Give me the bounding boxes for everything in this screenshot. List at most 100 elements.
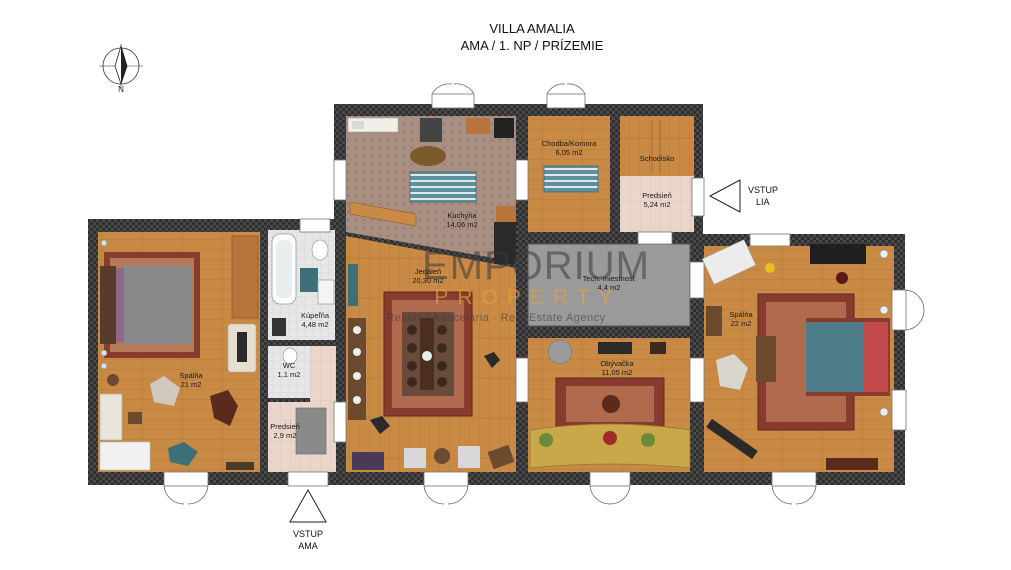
svg-text:2,9 m2: 2,9 m2	[274, 431, 297, 440]
compass-icon	[99, 44, 143, 88]
room-label-tech: Tech. miestnosť 4,4 m2	[583, 274, 636, 292]
svg-text:Obývačka: Obývačka	[600, 359, 634, 368]
stool-icon	[128, 412, 142, 424]
room-floor-tech	[527, 243, 691, 327]
mirror-icon	[706, 418, 758, 460]
bench-icon	[701, 239, 757, 285]
svg-text:22 m2: 22 m2	[731, 319, 752, 328]
compass-label: N	[118, 85, 124, 94]
shoe-rack-icon	[295, 407, 327, 455]
svg-text:Spálňa: Spálňa	[179, 371, 203, 380]
fridge-icon	[494, 118, 514, 138]
svg-text:20,30 m2: 20,30 m2	[412, 276, 443, 285]
plan-subtitle: AMA / 1. NP / PRÍZEMIE	[461, 38, 604, 53]
bathtub-inner-icon	[276, 240, 292, 298]
lamp-icon	[107, 374, 119, 386]
bench-icon	[352, 452, 384, 470]
svg-text:5,24 m2: 5,24 m2	[643, 200, 670, 209]
dresser-icon	[810, 244, 866, 264]
kitchen-rug-icon	[409, 171, 477, 203]
room-label-predsien-right: Predsieň 5,24 m2	[642, 191, 672, 209]
svg-text:6,05 m2: 6,05 m2	[555, 148, 582, 157]
plan-title: VILLA AMALIA	[489, 21, 575, 36]
chest-icon	[756, 336, 776, 382]
rug-icon	[210, 390, 238, 426]
room-floor-predsien-right	[620, 176, 694, 232]
svg-text:Kúpeľňa: Kúpeľňa	[301, 311, 330, 320]
light-icon	[879, 407, 889, 417]
sink-icon	[352, 121, 364, 129]
watermark: EMPORIUM PROPERTY Realitná kancelária · …	[386, 244, 650, 324]
entry-lia-line2: LIA	[756, 197, 770, 207]
room-label-spalna-left: Spálňa 21 m2	[179, 371, 203, 389]
ottoman-icon	[547, 339, 573, 365]
stairs-icon	[651, 120, 661, 172]
shelf-icon	[466, 118, 490, 134]
room-label-obyvacka: Obývačka 11,05 m2	[600, 359, 634, 377]
cabinet-icon	[650, 342, 666, 354]
room-label-spalna-right: Spálňa 22 m2	[729, 310, 753, 328]
tv-stand-icon	[598, 342, 632, 354]
toilet-icon	[311, 239, 329, 261]
coffee-table-icon	[602, 395, 620, 413]
chair-icon	[487, 444, 515, 470]
light-icon	[879, 305, 889, 315]
svg-text:Kuchyňa: Kuchyňa	[447, 211, 477, 220]
decor-icon	[370, 416, 390, 434]
cabinet-icon	[348, 264, 358, 306]
watermark-brand: EMPORIUM	[422, 244, 650, 288]
shelf-icon	[226, 462, 254, 470]
sink-icon	[317, 279, 335, 305]
lamp-icon	[765, 263, 775, 273]
entry-lia-line1: VSTUP	[748, 185, 778, 195]
room-label-jedalen: Jedáleň 20,30 m2	[412, 267, 443, 285]
svg-text:Tech. miestnosť: Tech. miestnosť	[583, 274, 636, 283]
svg-text:Predsieň: Predsieň	[270, 422, 300, 431]
svg-text:Spálňa: Spálňa	[729, 310, 753, 319]
pillow-icon	[150, 376, 180, 406]
desk-icon	[99, 393, 123, 441]
light-icon	[100, 239, 108, 247]
svg-text:Schodisko: Schodisko	[640, 154, 675, 163]
bath-mat-icon	[300, 268, 318, 292]
entry-ama-line1: VSTUP	[293, 529, 323, 539]
side-table-icon	[434, 448, 450, 464]
pillow-icon	[716, 354, 748, 390]
room-label-wc: WC 1,1 m2	[278, 361, 301, 379]
door-arcs	[163, 83, 925, 505]
small-bed-icon	[99, 441, 151, 471]
decor-icon	[484, 352, 500, 368]
cushion-icon	[168, 442, 198, 466]
svg-text:Predsieň: Predsieň	[642, 191, 672, 200]
svg-text:1,1 m2: 1,1 m2	[278, 370, 301, 379]
light-icon	[100, 362, 108, 370]
room-floor-schodisko	[620, 116, 694, 176]
chairs-icon	[407, 325, 447, 387]
room-label-kuchyna: Kuchyňa 14,06 m2	[446, 211, 477, 229]
entry-ama-line2: AMA	[298, 541, 318, 551]
stairs-icon	[494, 222, 516, 264]
cabinet-icon	[496, 206, 516, 222]
svg-text:11,05 m2: 11,05 m2	[602, 368, 633, 377]
room-label-chodba: Chodba/Komora 6,05 m2	[542, 139, 597, 157]
watermark-sub: PROPERTY	[434, 286, 621, 309]
wc-toilet-icon	[282, 347, 298, 365]
armchair-icon	[404, 448, 426, 468]
counter-long-icon	[349, 201, 417, 227]
shelf-icon	[826, 458, 878, 470]
light-icon	[100, 349, 108, 357]
svg-text:Chodba/Komora: Chodba/Komora	[542, 139, 597, 148]
svg-text:Jedáleň: Jedáleň	[415, 267, 441, 276]
svg-text:14,06 m2: 14,06 m2	[446, 220, 477, 229]
table-icon	[410, 146, 446, 166]
light-icon	[879, 249, 889, 259]
corridor-rug-icon	[543, 165, 599, 193]
entry-arrow-ama-icon	[289, 488, 327, 523]
sideboard-icon	[348, 318, 366, 420]
svg-text:21 m2: 21 m2	[181, 380, 202, 389]
stove-icon	[420, 118, 442, 142]
room-label-kupelna: Kúpeľňa 4,48 m2	[301, 311, 330, 329]
watermark-tagline: Realitná kancelária · Real Estate Agency	[386, 312, 605, 324]
svg-text:WC: WC	[283, 361, 296, 370]
